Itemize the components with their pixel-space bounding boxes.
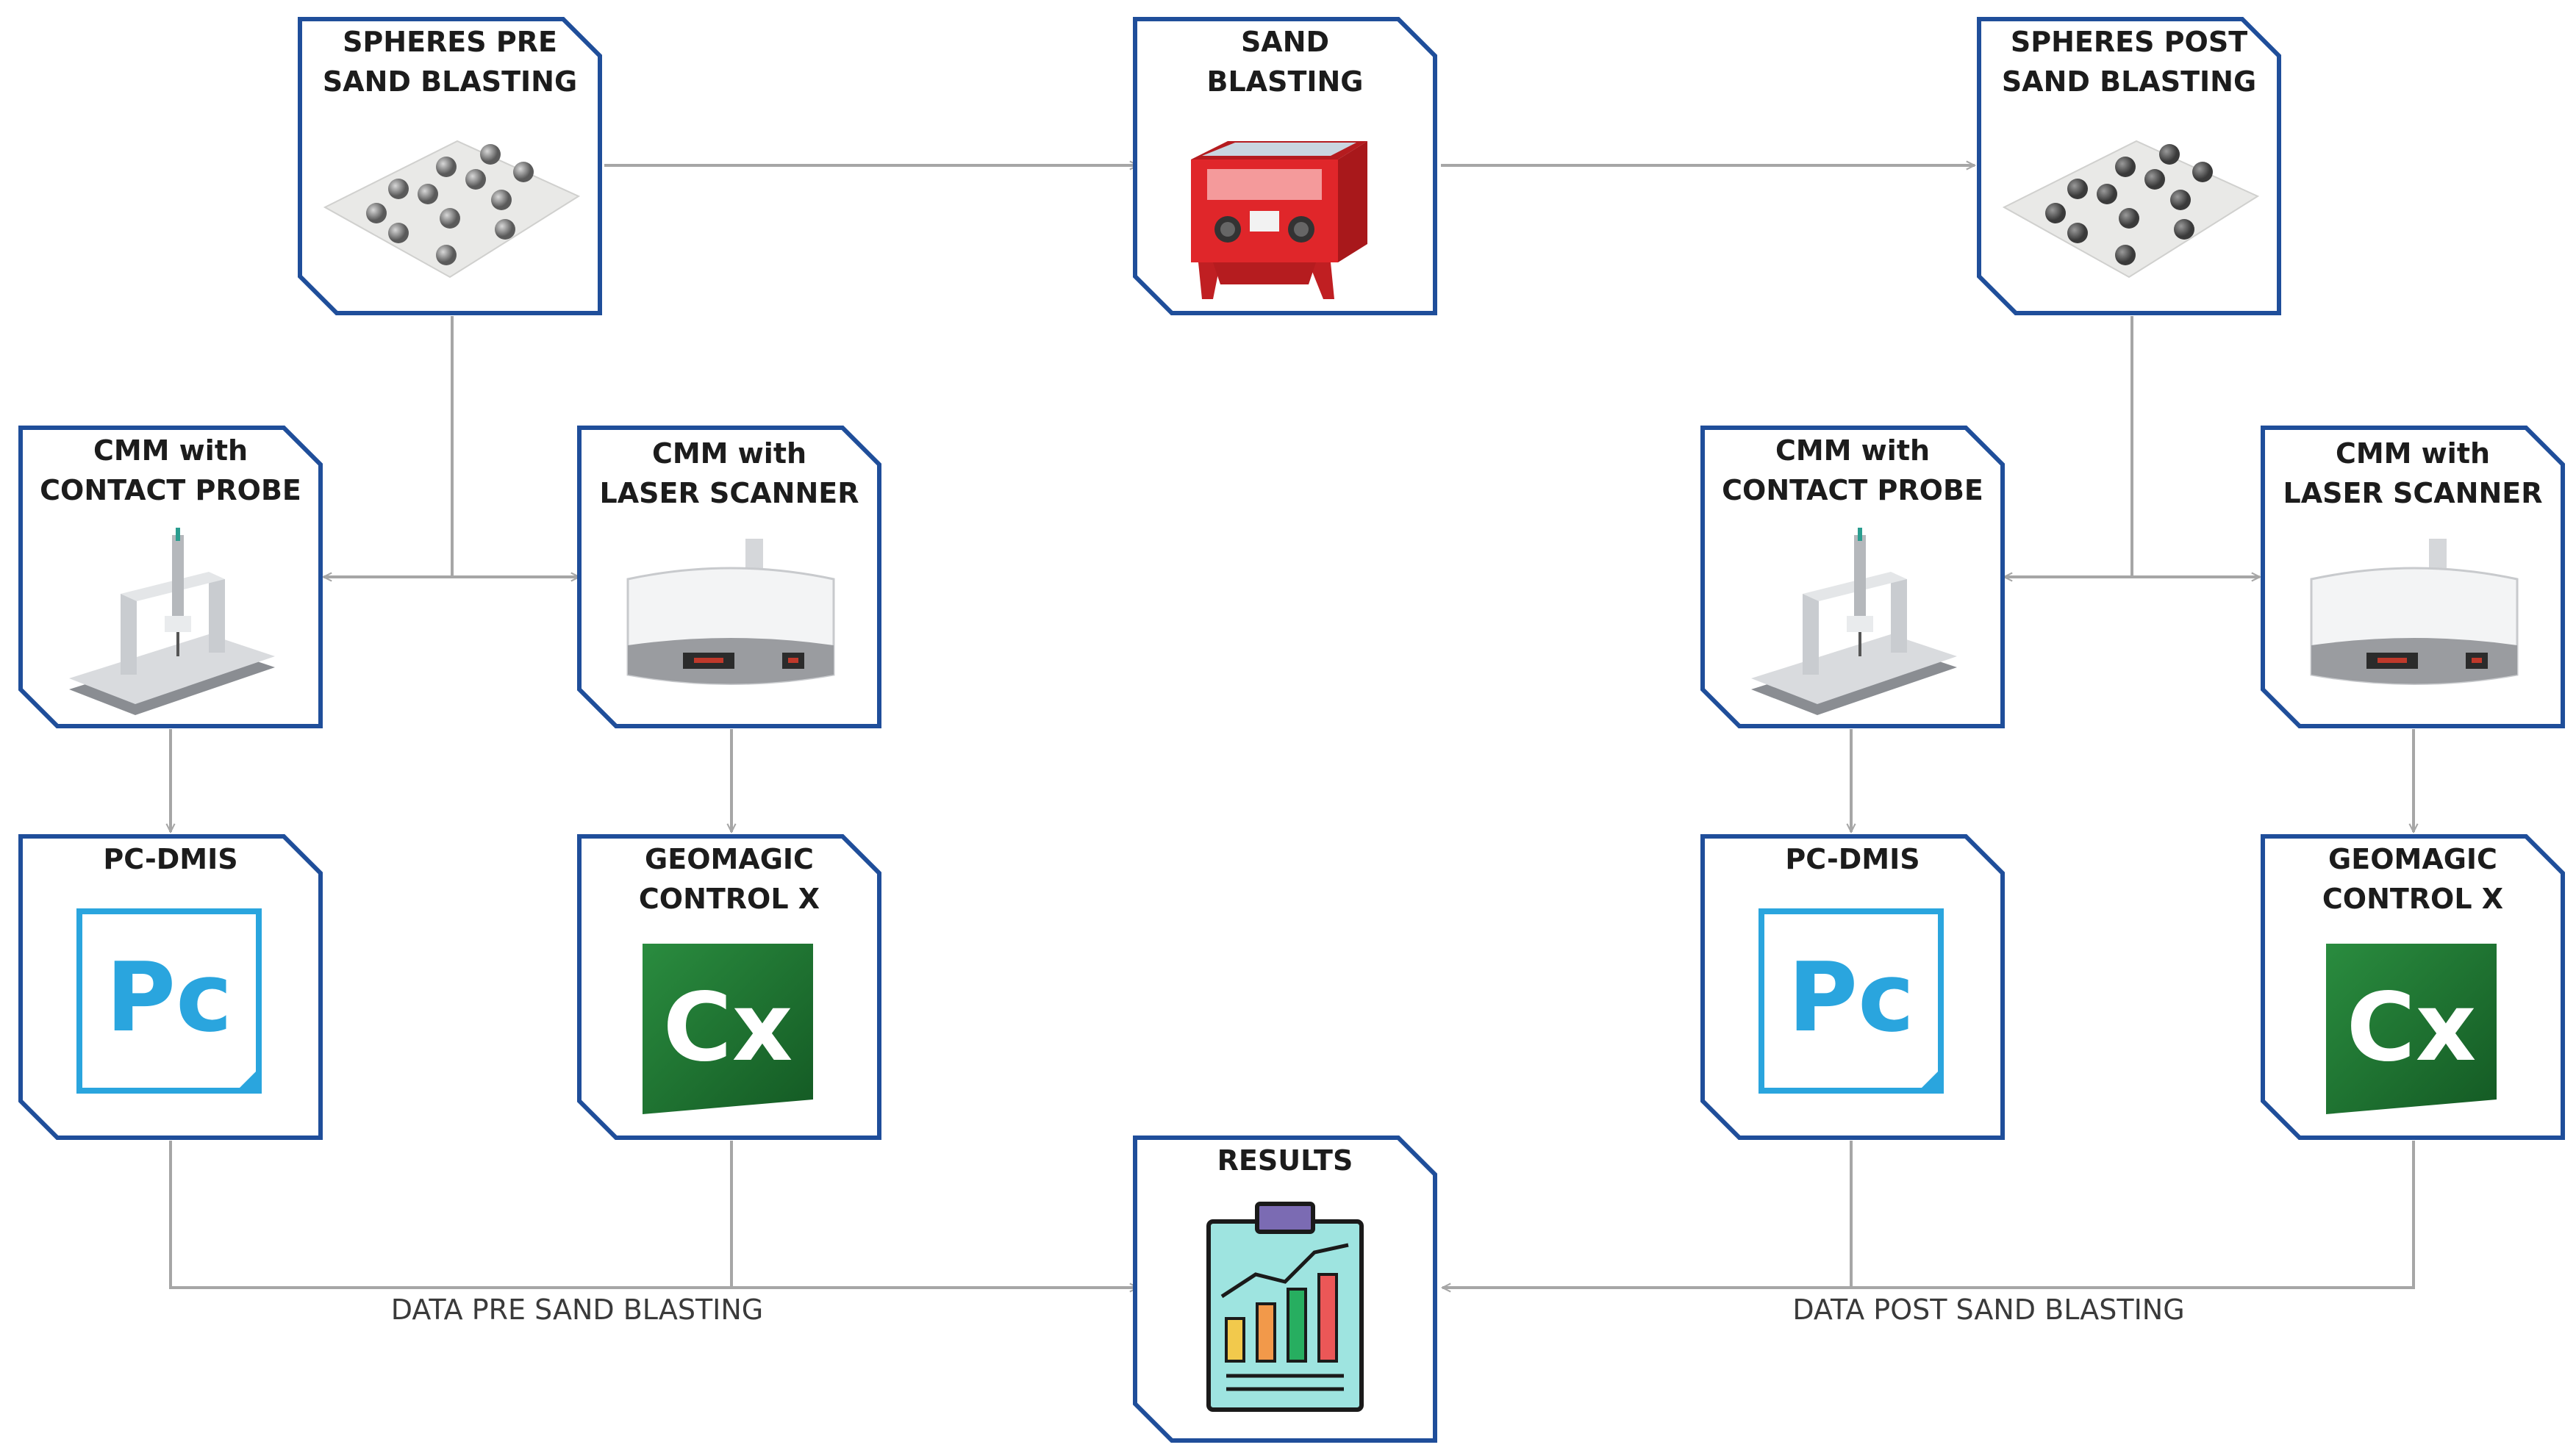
node-cmm-contact-probe-pre: CMM with CONTACT PROBE xyxy=(18,425,323,729)
node-title-line: SAND xyxy=(1240,26,1330,58)
cx-logo-text: Cx xyxy=(2347,973,2477,1083)
pc-logo-text: Pc xyxy=(1788,941,1914,1053)
node-geomagic-control-x-post: GEOMAGIC CONTROL X Cx xyxy=(2260,833,2566,1141)
node-title-line: GEOMAGIC xyxy=(645,843,814,875)
edge-label-data-pre: DATA PRE SAND BLASTING xyxy=(390,1294,764,1326)
node-pc-dmis-post: PC-DMIS Pc xyxy=(1700,833,2006,1141)
node-title: GEOMAGIC CONTROL X xyxy=(576,839,882,919)
node-title-line: CONTROL X xyxy=(638,883,820,915)
node-title: PC-DMIS xyxy=(18,839,323,879)
laser-scanner-icon xyxy=(626,539,835,685)
geomagic-control-x-logo-icon: Cx xyxy=(2326,944,2497,1114)
sphere-plate-icon xyxy=(323,140,581,279)
node-title: CMM with CONTACT PROBE xyxy=(1700,431,2006,510)
node-title: GEOMAGIC CONTROL X xyxy=(2260,839,2566,919)
node-title-line: PC-DMIS xyxy=(1785,843,1920,875)
results-clipboard-chart-icon xyxy=(1206,1202,1364,1412)
node-title-line: CONTACT PROBE xyxy=(1722,474,1983,506)
node-title-line: SAND BLASTING xyxy=(2001,65,2257,98)
node-title-line: CMM with xyxy=(2335,437,2491,470)
node-title-line: CMM with xyxy=(651,437,807,470)
node-title: CMM with LASER SCANNER xyxy=(2260,434,2566,513)
node-cmm-laser-scanner-post: CMM with LASER SCANNER xyxy=(2260,425,2566,729)
node-geomagic-control-x-pre: GEOMAGIC CONTROL X Cx xyxy=(576,833,882,1141)
node-title-line: CONTROL X xyxy=(2322,883,2504,915)
node-spheres-post: SPHERES POST SAND BLASTING xyxy=(1976,16,2282,316)
edge-pre-data-to-results xyxy=(169,1141,1138,1288)
node-pc-dmis-pre: PC-DMIS Pc xyxy=(18,833,323,1141)
node-title-line: SPHERES PRE xyxy=(343,26,557,58)
cx-logo-text: Cx xyxy=(663,973,793,1083)
sphere-plate-icon xyxy=(2002,140,2260,279)
node-title: CMM with LASER SCANNER xyxy=(576,434,882,513)
laser-scanner-icon xyxy=(2310,539,2519,685)
node-cmm-contact-probe-post: CMM with CONTACT PROBE xyxy=(1700,425,2006,729)
node-title: SAND BLASTING xyxy=(1132,22,1438,101)
pc-dmis-logo-icon: Pc xyxy=(76,908,262,1094)
node-title-line: SPHERES POST xyxy=(2010,26,2248,58)
node-title-line: GEOMAGIC xyxy=(2328,843,2497,875)
edge-post-data-to-results xyxy=(1442,1141,2415,1288)
node-title: SPHERES POST SAND BLASTING xyxy=(1976,22,2282,101)
pc-logo-text: Pc xyxy=(106,941,232,1053)
node-sand-blasting: SAND BLASTING xyxy=(1132,16,1438,316)
node-title-line: PC-DMIS xyxy=(103,843,238,875)
node-title-line: CMM with xyxy=(1775,434,1931,467)
node-cmm-laser-scanner-pre: CMM with LASER SCANNER xyxy=(576,425,882,729)
edge-label-data-post: DATA POST SAND BLASTING xyxy=(1792,1294,2185,1326)
node-title-line: LASER SCANNER xyxy=(599,477,859,509)
node-title-line: CONTACT PROBE xyxy=(40,474,301,506)
node-title: CMM with CONTACT PROBE xyxy=(18,431,323,510)
node-title-line: SAND BLASTING xyxy=(322,65,578,98)
node-title: PC-DMIS xyxy=(1700,839,2006,879)
cmm-contact-probe-icon xyxy=(69,528,275,715)
pc-dmis-logo-icon: Pc xyxy=(1759,908,1944,1094)
geomagic-control-x-logo-icon: Cx xyxy=(643,944,813,1114)
node-title-line: CMM with xyxy=(93,434,248,467)
node-spheres-pre: SPHERES PRE SAND BLASTING xyxy=(297,16,603,316)
sandblast-cabinet-icon xyxy=(1191,141,1367,299)
node-title-line: BLASTING xyxy=(1206,65,1364,98)
node-title-line: LASER SCANNER xyxy=(2283,477,2543,509)
node-title: SPHERES PRE SAND BLASTING xyxy=(297,22,603,101)
cmm-contact-probe-icon xyxy=(1751,528,1957,715)
node-title: RESULTS xyxy=(1132,1141,1438,1180)
node-title-line: RESULTS xyxy=(1217,1144,1353,1177)
node-results: RESULTS xyxy=(1132,1135,1438,1443)
